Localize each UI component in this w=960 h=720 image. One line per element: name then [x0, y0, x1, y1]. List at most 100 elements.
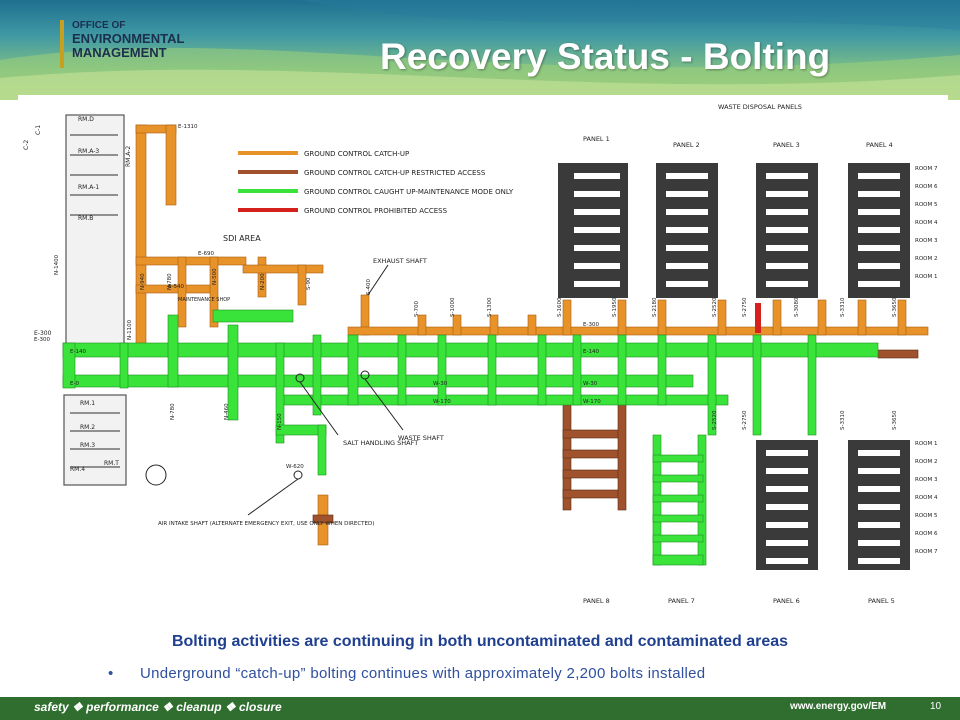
- logo-line-3: MANAGEMENT: [72, 45, 167, 60]
- legend-label: GROUND CONTROL CAUGHT UP-MAINTENANCE MOD…: [304, 188, 514, 196]
- header-banner: OFFICE OF ENVIRONMENTAL MANAGEMENT Recov…: [0, 0, 960, 100]
- ns-drift-label: S-90: [306, 277, 312, 290]
- bullet-text: Underground “catch-up” bolting continues…: [140, 665, 706, 682]
- footer-bar: safety ❖ performance ❖ cleanup ❖ closure…: [0, 697, 960, 720]
- room-label: ROOM 6: [915, 184, 938, 190]
- room-label-west: RM.A-1: [78, 184, 99, 191]
- disposal-panels: [558, 163, 910, 570]
- slide-title: Recovery Status - Bolting: [380, 36, 831, 77]
- ns-drift-label: S-3650: [892, 297, 898, 317]
- drift-label: E-0: [70, 381, 79, 387]
- ns-drift-label: S-3310: [840, 410, 846, 430]
- page-number: 10: [930, 701, 942, 712]
- drift-label: W-170: [583, 399, 601, 405]
- room-label: ROOM 2: [915, 256, 937, 262]
- ns-drift-label: S-2750: [742, 297, 748, 317]
- ns-drift-label: S-3650: [892, 410, 898, 430]
- legend-swatch: [238, 170, 298, 174]
- catch-up-drifts: [135, 124, 929, 546]
- ns-drift-label: N-150: [277, 413, 283, 430]
- ns-drift-label: S-1000: [450, 297, 456, 317]
- ns-drift-label: S-1300: [487, 297, 493, 317]
- prohibited-drift: [755, 303, 761, 333]
- footer-tagline: safety ❖ performance ❖ cleanup ❖ closure: [34, 700, 282, 714]
- restricted-drifts: [312, 349, 919, 524]
- salt-shaft-label: SALT HANDLING SHAFT: [343, 439, 418, 447]
- maintenance-shop-label: MAINTENANCE SHOP: [178, 297, 230, 303]
- ns-drift-label: S-1950: [612, 297, 618, 317]
- ns-drift-label: N-780: [167, 273, 173, 290]
- drift-label: E-540: [168, 284, 184, 290]
- waste-shaft-label: WASTE SHAFT: [398, 434, 444, 442]
- ns-drift-label: S-3080: [794, 297, 800, 317]
- drift-label: E-140: [583, 349, 599, 355]
- room-label-west: RM.4: [70, 466, 85, 473]
- map-legend: GROUND CONTROL CATCH-UP GROUND CONTROL C…: [238, 150, 514, 215]
- ns-drift-label: S-2520: [712, 297, 718, 317]
- shaft-markers: [145, 264, 404, 516]
- room-label-west: RM.A-3: [78, 148, 99, 155]
- mine-map: RM.D RM.A-3 RM.A-1 RM.B RM.1 RM.2 RM.3 R…: [18, 95, 948, 620]
- office-logo: OFFICE OF ENVIRONMENTAL MANAGEMENT: [60, 20, 222, 68]
- room-label-west: RM.D: [78, 116, 94, 123]
- west-marker: E-300: [34, 330, 52, 337]
- ns-drift-label: S-700: [414, 301, 420, 317]
- sdi-area-label: SDI AREA: [223, 234, 261, 243]
- drift-label: E-300: [583, 322, 599, 328]
- room-label: ROOM 5: [915, 202, 938, 208]
- room-label-west: RM.A-2: [125, 146, 132, 167]
- drift-label: W-30: [433, 381, 448, 387]
- panel-label: PANEL 8: [583, 597, 610, 605]
- ns-drift-label: S-400: [366, 279, 372, 295]
- panel-label: PANEL 2: [673, 141, 700, 149]
- ns-drift-label: N-780: [170, 403, 176, 420]
- panel-label: PANEL 1: [583, 135, 610, 143]
- room-label-west: RM.B: [78, 215, 93, 222]
- room-label: ROOM 3: [915, 238, 938, 244]
- room-label: ROOM 6: [915, 531, 938, 537]
- room-label: ROOM 7: [915, 549, 938, 555]
- drift-label: W-170: [433, 399, 451, 405]
- panel-label: PANEL 5: [868, 597, 895, 605]
- logo-line-1: OFFICE OF: [72, 20, 126, 31]
- drift-label: E-300: [34, 337, 50, 343]
- footer-url[interactable]: www.energy.gov/EM: [790, 701, 887, 712]
- legend-swatch: [238, 189, 298, 193]
- ns-drift-label: S-2180: [652, 297, 658, 317]
- panel-label: PANEL 6: [773, 597, 800, 605]
- exhaust-shaft-label: EXHAUST SHAFT: [373, 257, 427, 265]
- room-label: ROOM 1: [915, 441, 937, 447]
- bullet-dot: •: [108, 665, 114, 682]
- room-label-west: RM.T: [104, 460, 119, 467]
- ns-drift-label: N-500: [212, 268, 218, 285]
- room-label: ROOM 2: [915, 459, 937, 465]
- ns-drift-label: S-2750: [742, 410, 748, 430]
- panel-label: PANEL 3: [773, 141, 800, 149]
- panel-label: PANEL 4: [866, 141, 893, 149]
- waste-disposal-label: WASTE DISPOSAL PANELS: [718, 103, 802, 111]
- room-label: ROOM 4: [915, 495, 938, 501]
- panel-label: PANEL 7: [668, 597, 695, 605]
- ns-drift-label: S-2520: [712, 410, 718, 430]
- legend-label: GROUND CONTROL CATCH-UP RESTRICTED ACCES…: [304, 169, 486, 177]
- room-label-west: RM.2: [80, 424, 95, 431]
- mine-map-diagram: RM.D RM.A-3 RM.A-1 RM.B RM.1 RM.2 RM.3 R…: [23, 103, 938, 605]
- legend-label: GROUND CONTROL CATCH-UP: [304, 150, 409, 158]
- air-intake-label: AIR INTAKE SHAFT (ALTERNATE EMERGENCY EX…: [158, 521, 374, 527]
- ns-drift-label: N-940: [140, 273, 146, 290]
- drift-label: E-1310: [178, 124, 198, 130]
- room-label: ROOM 7: [915, 166, 938, 172]
- ns-drift-label: S-1600: [557, 297, 563, 317]
- west-marker: C-1: [35, 125, 42, 135]
- panel-rooms: [574, 173, 900, 564]
- drift-label: E-690: [198, 251, 214, 257]
- ns-drift-label: N-1400: [54, 254, 60, 275]
- ns-drift-label: N-200: [260, 273, 266, 290]
- ns-drift-label: N-1100: [127, 319, 133, 340]
- caught-up-drifts: [62, 309, 879, 566]
- drift-label: E-140: [70, 349, 86, 355]
- drift-label: W-30: [583, 381, 598, 387]
- room-label: ROOM 1: [915, 274, 937, 280]
- legend-swatch: [238, 151, 298, 155]
- legend-swatch: [238, 208, 298, 212]
